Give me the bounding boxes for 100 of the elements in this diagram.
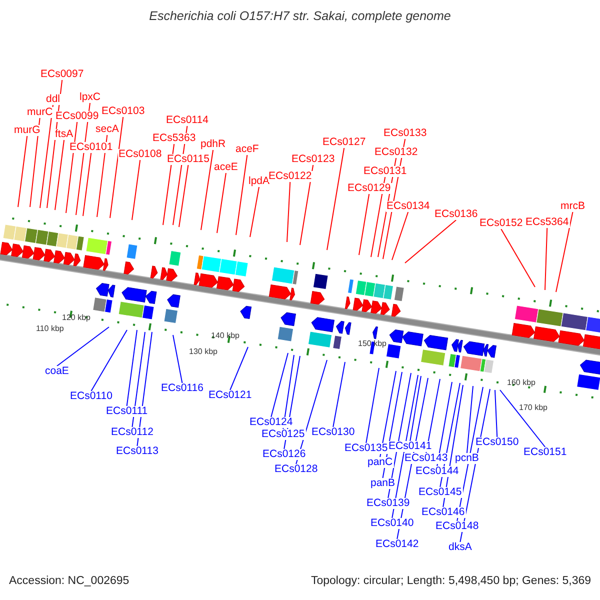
leader-line bbox=[544, 228, 548, 290]
gene-label: ECs0122 bbox=[268, 171, 313, 182]
gene-label: ECs0121 bbox=[208, 390, 253, 401]
gene-label: ECs0123 bbox=[290, 154, 336, 165]
gene-label: ECs0112 bbox=[110, 427, 154, 438]
leader-line bbox=[82, 152, 92, 216]
gene-label: panC bbox=[366, 457, 394, 468]
gene-label: ECs0141 bbox=[388, 441, 433, 452]
gene-label: ECs0128 bbox=[274, 464, 319, 475]
leader-line bbox=[556, 212, 574, 292]
gene-label: murG bbox=[13, 125, 42, 136]
gene-label: ECs0134 bbox=[386, 201, 431, 212]
leader-line bbox=[500, 390, 546, 448]
gene-label: ddl bbox=[45, 94, 62, 105]
gene-label: ECs0097 bbox=[40, 69, 85, 80]
gene-label: ftsA bbox=[54, 129, 74, 140]
scale-label: 150 kbp bbox=[358, 338, 386, 349]
scale-label: 130 kbp bbox=[189, 346, 218, 357]
leader-line bbox=[90, 330, 128, 392]
gene-label: ECs0114 bbox=[165, 115, 210, 126]
gene-label: ECs0113 bbox=[115, 446, 160, 457]
gene-label: pdhR bbox=[200, 139, 227, 150]
leader-line bbox=[30, 118, 40, 208]
leader-line bbox=[40, 104, 54, 208]
gene-label: secA bbox=[94, 124, 120, 135]
leader-line bbox=[250, 186, 260, 238]
gene-label: ECs5363 bbox=[152, 133, 197, 144]
leader-line bbox=[358, 194, 370, 256]
leader-line bbox=[200, 150, 214, 230]
leader-line bbox=[132, 160, 141, 220]
gene-label: ECs0140 bbox=[370, 518, 415, 529]
gene-label: ECs0143 bbox=[404, 453, 449, 464]
leader-line bbox=[132, 332, 146, 428]
gene-label: ECs0145 bbox=[418, 487, 463, 498]
leader-line bbox=[366, 368, 380, 444]
scale-label: 160 kbp bbox=[507, 377, 536, 388]
leader-line bbox=[370, 176, 386, 258]
gene-label: ECs0146 bbox=[420, 507, 466, 518]
gene-label: ECs0124 bbox=[248, 417, 294, 428]
gene-label: pcnB bbox=[454, 453, 480, 464]
gene-label: ECs0135 bbox=[344, 443, 389, 454]
leader-line bbox=[332, 362, 346, 428]
gene-label: ECs0115 bbox=[166, 154, 210, 165]
gene-label: ECs0150 bbox=[474, 437, 520, 448]
gene-label: ECs0099 bbox=[54, 111, 100, 122]
gene-label: lpdA bbox=[248, 176, 271, 187]
leader-line bbox=[236, 154, 248, 236]
leader-line bbox=[466, 386, 474, 454]
leader-line bbox=[178, 164, 189, 228]
leader-line bbox=[300, 164, 314, 246]
gene-label: ECs0111 bbox=[105, 406, 149, 417]
leader-line bbox=[56, 326, 110, 366]
leader-line bbox=[66, 122, 78, 214]
leader-line bbox=[494, 390, 498, 438]
leader-line bbox=[18, 136, 28, 208]
gene-label: ECs0151 bbox=[522, 447, 568, 458]
gene-label: ECs0127 bbox=[322, 137, 367, 148]
gene-label: ECs0110 bbox=[69, 391, 114, 402]
gene-label: murC bbox=[26, 107, 54, 118]
gene-label: ECs0152 bbox=[478, 218, 524, 229]
leader-line bbox=[230, 346, 248, 390]
gene-label: ECs0139 bbox=[366, 498, 411, 509]
gene-label: ECs0133 bbox=[382, 128, 428, 139]
leader-line bbox=[216, 172, 226, 234]
leader-line bbox=[54, 140, 65, 210]
gene-label: ECs0130 bbox=[310, 427, 356, 438]
gene-label: ECs0116 bbox=[160, 383, 204, 394]
scale-label: 140 kbp bbox=[211, 330, 240, 341]
leader-line bbox=[286, 182, 291, 242]
scale-label: 170 kbp bbox=[519, 402, 548, 413]
gene-label: panB bbox=[370, 478, 396, 489]
gene-label: aceE bbox=[213, 162, 239, 173]
gene-label: mrcB bbox=[560, 201, 586, 212]
gene-label: ECs0131 bbox=[362, 166, 408, 177]
gene-label: dksA bbox=[448, 542, 473, 553]
leader-line bbox=[410, 376, 422, 442]
title: Escherichia coli O157:H7 str. Sakai, complete genome bbox=[148, 11, 452, 22]
leader-line bbox=[380, 370, 396, 458]
leader-line bbox=[326, 148, 345, 250]
leader-line bbox=[270, 352, 288, 418]
leader-line bbox=[126, 330, 138, 406]
gene-label: ECs0103 bbox=[100, 106, 146, 117]
footer-text: Topology: circular; Length: 5,498,450 bp; Genes: 5,369 bbox=[311, 576, 592, 587]
gene-label: ECs0132 bbox=[374, 147, 419, 158]
gene-label: ECs5364 bbox=[524, 217, 570, 228]
leader-line bbox=[404, 220, 457, 264]
gene-label: ECs0125 bbox=[260, 429, 306, 440]
leader-line bbox=[110, 116, 124, 218]
gene-label: aceF bbox=[234, 144, 260, 155]
gene-label: ECs0108 bbox=[118, 149, 163, 160]
leader-line bbox=[172, 334, 183, 384]
scale-label: 110 kbp bbox=[36, 323, 64, 334]
gene-label: ECs0101 bbox=[68, 142, 114, 153]
gene-label: ECs0148 bbox=[434, 521, 480, 532]
leader-line bbox=[436, 382, 452, 466]
footer-text: Accession: NC_002695 bbox=[9, 576, 130, 587]
scale-label: 120 kbp bbox=[62, 312, 90, 323]
leader-line bbox=[392, 212, 409, 260]
gene-label: ECs0136 bbox=[434, 209, 479, 220]
gene-label: coaE bbox=[44, 366, 70, 377]
